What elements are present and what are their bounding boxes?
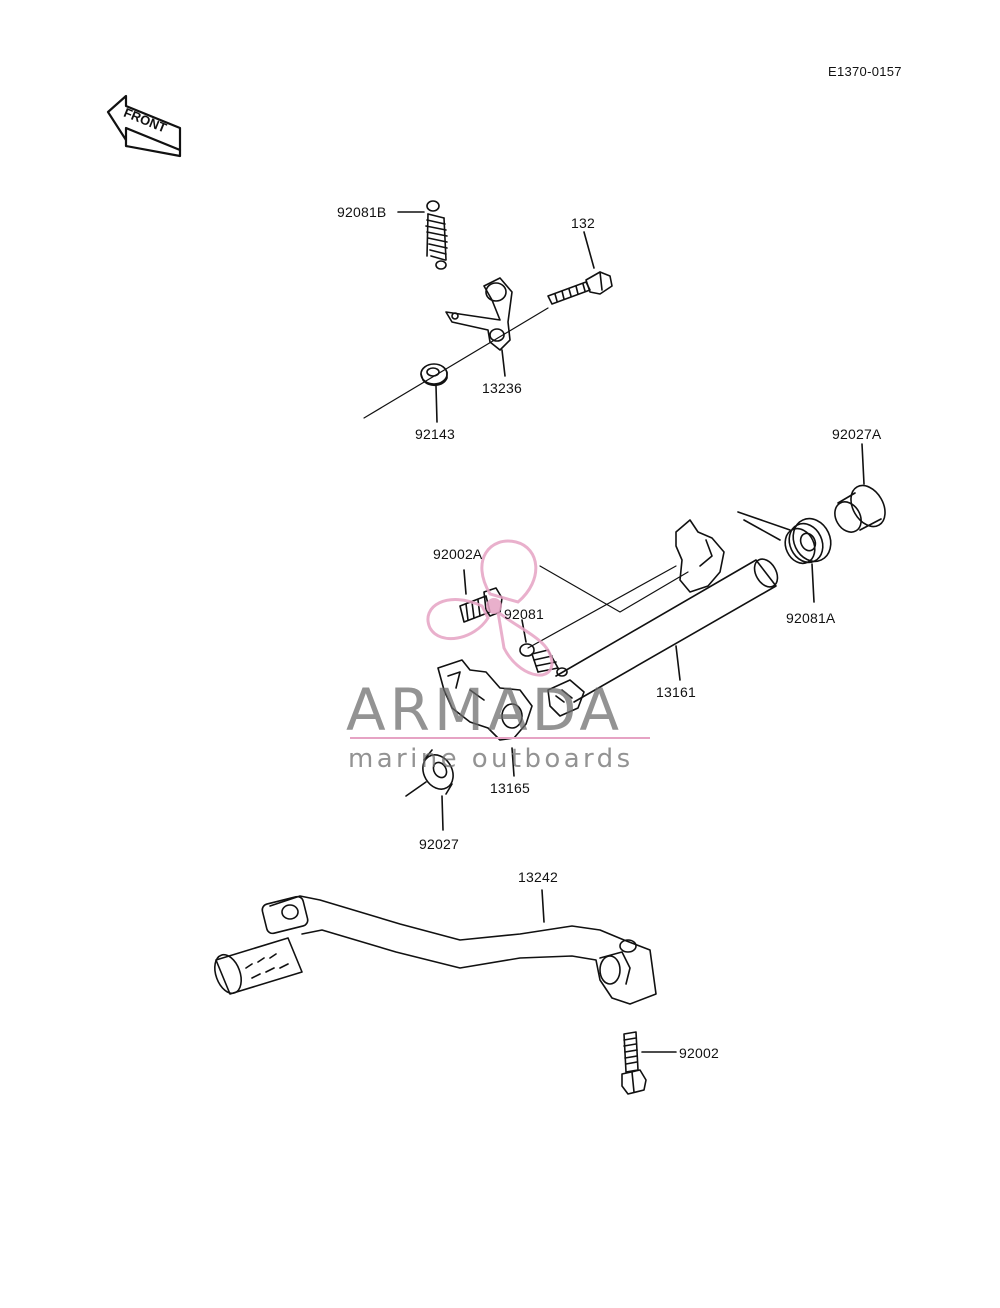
watermark-tagline: marine outboards <box>348 744 634 774</box>
label-92143: 92143 <box>415 426 455 442</box>
bushing-92027a-icon <box>834 443 886 533</box>
label-13236: 13236 <box>482 380 522 396</box>
washer-92143-icon <box>420 363 448 423</box>
label-92081a: 92081A <box>786 610 836 626</box>
bolt-92002-icon <box>621 1031 677 1095</box>
label-132: 132 <box>571 215 595 231</box>
watermark-propeller-icon <box>426 539 554 677</box>
label-92027: 92027 <box>419 836 459 852</box>
bushing-92027-icon <box>405 749 454 831</box>
shift-pedal-13242-icon <box>214 889 657 1005</box>
front-arrow-icon: FRONT <box>106 94 182 158</box>
label-92002a: 92002A <box>433 546 483 562</box>
label-13165: 13165 <box>490 780 530 796</box>
label-92081: 92081 <box>504 606 544 622</box>
front-arrow-label: FRONT <box>122 105 169 136</box>
shift-shaft-13161-icon <box>527 519 779 703</box>
label-92081b: 92081B <box>337 204 387 220</box>
spring-92081a-icon <box>737 511 832 603</box>
label-13161: 13161 <box>656 684 696 700</box>
label-92027a: 92027A <box>832 426 882 442</box>
diagram-code: E1370-0157 <box>828 64 902 79</box>
bolt-132-icon <box>547 231 613 305</box>
label-13242: 13242 <box>518 869 558 885</box>
spring-92081b-icon <box>397 200 448 270</box>
spring-92081-icon <box>519 619 568 677</box>
label-92002: 92002 <box>679 1045 719 1061</box>
watermark-divider <box>350 737 650 739</box>
watermark-brand: ARMADA <box>346 676 624 744</box>
shift-arm-13165-icon <box>437 659 585 777</box>
plate-13236-icon <box>445 277 513 377</box>
